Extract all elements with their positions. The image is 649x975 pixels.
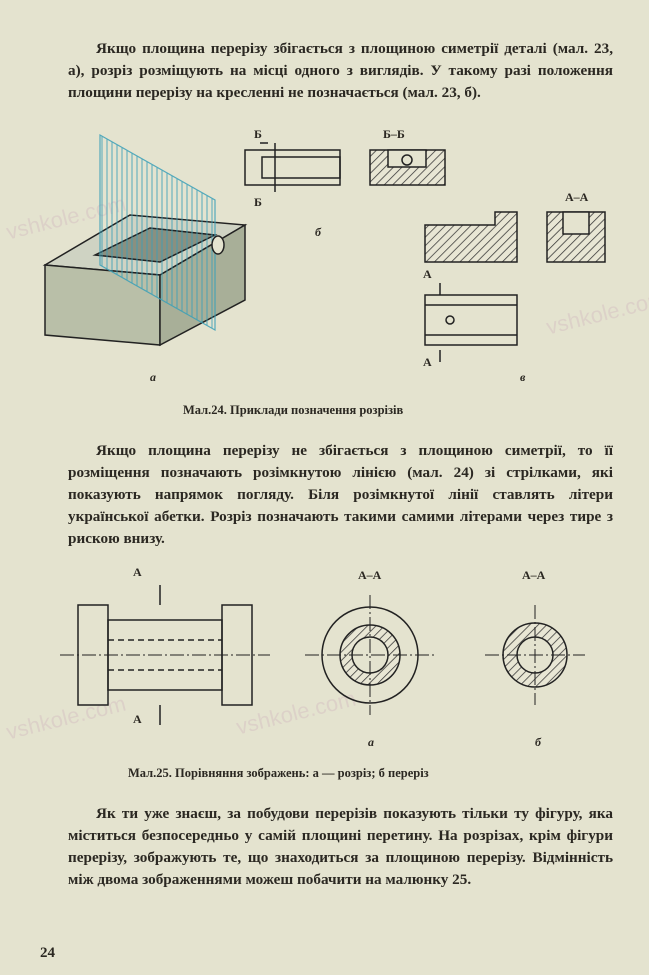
figure-25-caption: Мал.25. Порівняння зображень: а — розріз… (128, 766, 429, 780)
label-b: б (315, 225, 321, 239)
paragraph-3: Як ти уже знаєш, за побудови перерізів п… (68, 805, 613, 888)
fig25-label-A-top: А (133, 565, 142, 579)
fig25-label-b: б (535, 735, 541, 749)
label-B-top: Б (254, 127, 262, 141)
fig24v-drawing (424, 211, 606, 362)
label-B-B: Б–Б (383, 127, 405, 141)
label-A-top: А (423, 267, 432, 281)
page-number: 24 (40, 945, 55, 961)
label-v: в (520, 370, 526, 384)
label-a: а (150, 370, 156, 384)
paragraph-2: Якщо площина перерізу не збігається з пл… (68, 442, 613, 547)
paragraph-1: Якщо площина перерізу збігається з площи… (68, 40, 613, 101)
figure-24-caption: Мал.24. Приклади позначення розрізів (183, 403, 404, 417)
fig25-drawing (60, 585, 585, 725)
fig25-label-A-A-b: А–А (522, 568, 546, 582)
fig24b-drawing (244, 142, 446, 192)
label-B-bottom: Б (254, 195, 262, 209)
label-A-A: А–А (565, 190, 589, 204)
fig25-label-a: а (368, 735, 374, 749)
fig25-label-A-A-a: А–А (358, 568, 382, 582)
fig25-label-A-bottom: А (133, 712, 142, 726)
isometric-part (42, 133, 248, 347)
label-A-bottom: А (423, 355, 432, 369)
